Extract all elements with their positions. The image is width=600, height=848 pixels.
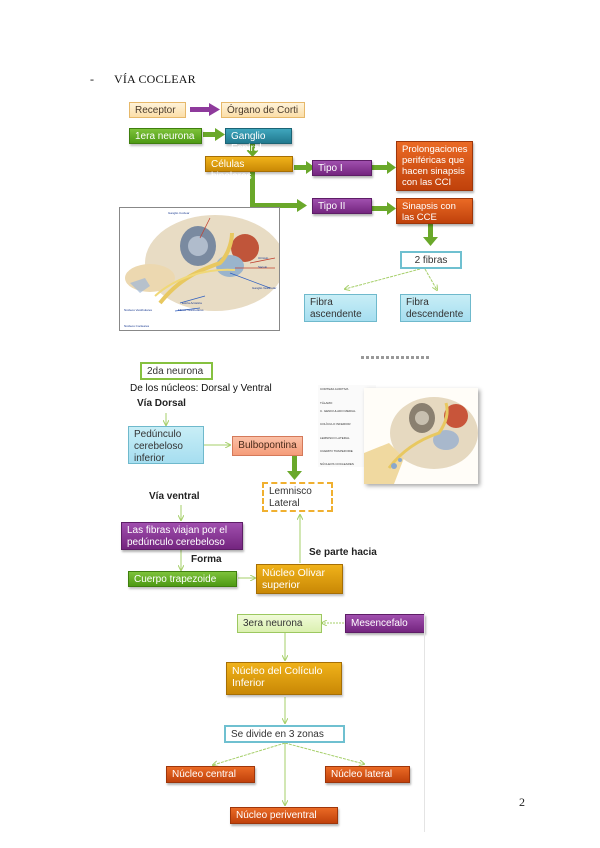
arrow-sinapsis-fibras [423,224,438,246]
label-via-ventral: Vía ventral [149,491,200,502]
pathway-label: C. GENICULADO MEDIAL [320,409,356,413]
arrow-tipo1-prolongaciones [372,161,396,174]
faded-caption [361,356,429,359]
arrow-neurona-ganglio [203,128,225,141]
cochlea-anatomy-image: Ganglio Coclear Utrículo Sáculo Ganglio … [119,207,280,331]
node-fibra-ascendente: Fibra ascendente [304,294,377,322]
brain-cochlea-illustration [364,397,478,484]
line-fibras-desc [424,268,437,290]
node-ganglio-espiral: Ganglio Espiral [225,128,292,154]
arrow-bulbo-lemnisco [287,456,302,480]
node-tercera-neurona: 3era neurona [237,614,322,633]
node-receptor: Receptor [129,102,186,118]
label-forma: Forma [191,554,222,565]
arrow-receptor-organo [190,103,220,116]
line-divide-central [213,742,286,765]
pathway-label: NÚCLEOS COCLEARES [320,462,354,466]
line-divide-lateral [284,742,364,764]
node-se-divide: Se divide en 3 zonas [224,725,345,743]
arrow-celulas-tipo2 [250,172,307,212]
node-organo-corti: Órgano de Corti [221,102,305,118]
node-primera-neurona: 1era neurona [129,128,202,144]
heading-bullet: - [90,72,95,86]
node-prolongaciones: Prolongaciones periféricas que hacen sin… [396,141,473,191]
node-sinapsis-cce: Sinapsis con las CCE [396,198,473,224]
node-celulas-bipolares: Células bipolares [205,156,293,182]
node-cuerpo-trapezoide: Cuerpo trapezoide [128,571,237,587]
pathway-label: CORTEZA AUDITIVA [320,387,349,391]
node-nucleo-olivar: Núcleo Olivar superior [256,564,343,594]
arrow-tipo2-sinapsis [372,202,396,215]
section-heading: - VÍA COCLEAR [90,72,196,87]
node-coliculo-inferior: Núcleo del Colículo Inferior [226,662,342,695]
pathway-label: COLÍCULO INFERIOR [320,422,351,426]
cochlea-label: Estría Acústica [182,301,202,305]
cochlea-illustration [125,215,279,312]
page-number: 2 [519,795,525,809]
text-nucleos-dorsal-ventral: De los núcleos: Dorsal y Ventral [130,383,272,394]
node-tipo-2: Tipo II [312,198,372,214]
cochlea-label: Núcleos Vestibulares [124,308,153,312]
node-nucleo-periventral: Núcleo periventral [230,807,338,824]
pathway-label: LEMNISCO LATERAL [320,436,350,440]
pathway-label: TÁLAMO [320,401,333,405]
cochlea-label: Ganglio Vestibular [252,286,277,290]
heading-title: VÍA COCLEAR [114,72,196,86]
node-nucleo-lateral: Núcleo lateral [325,766,410,783]
node-fibras-viajan: Las fibras viajan por el pedúnculo cereb… [121,522,243,550]
node-tipo-1: Tipo I [312,160,372,176]
node-bulbopontina: Bulbopontina [232,436,303,456]
pathway-label: CUERPO TRAPEZOIDE [320,449,353,453]
node-pedunculo-cerebeloso: Pedúnculo cerebeloso inferior [128,426,204,464]
node-nucleo-central: Núcleo central [166,766,255,783]
node-segunda-neurona: 2da neurona [140,362,213,380]
image-border [424,612,425,832]
auditory-pathway-image [364,388,478,484]
cochlea-label: Ganglio Coclear [168,211,190,215]
cochlea-label: Fibras Vestibulares [178,308,204,312]
label-via-dorsal: Vía Dorsal [137,398,186,409]
label-se-parte-hacia: Se parte hacia [309,547,377,558]
node-fibra-descendente: Fibra descendente [400,294,471,322]
node-dos-fibras: 2 fibras [400,251,462,269]
cochlea-label: Núcleos Cocleares [124,324,150,328]
node-mesencefalo: Mesencefalo [345,614,425,633]
line-fibras-asc [345,268,421,289]
cochlea-label: Sáculo [258,265,268,269]
cochlea-label: Utrículo [258,256,269,260]
node-lemnisco-lateral: Lemnisco Lateral [262,482,333,512]
